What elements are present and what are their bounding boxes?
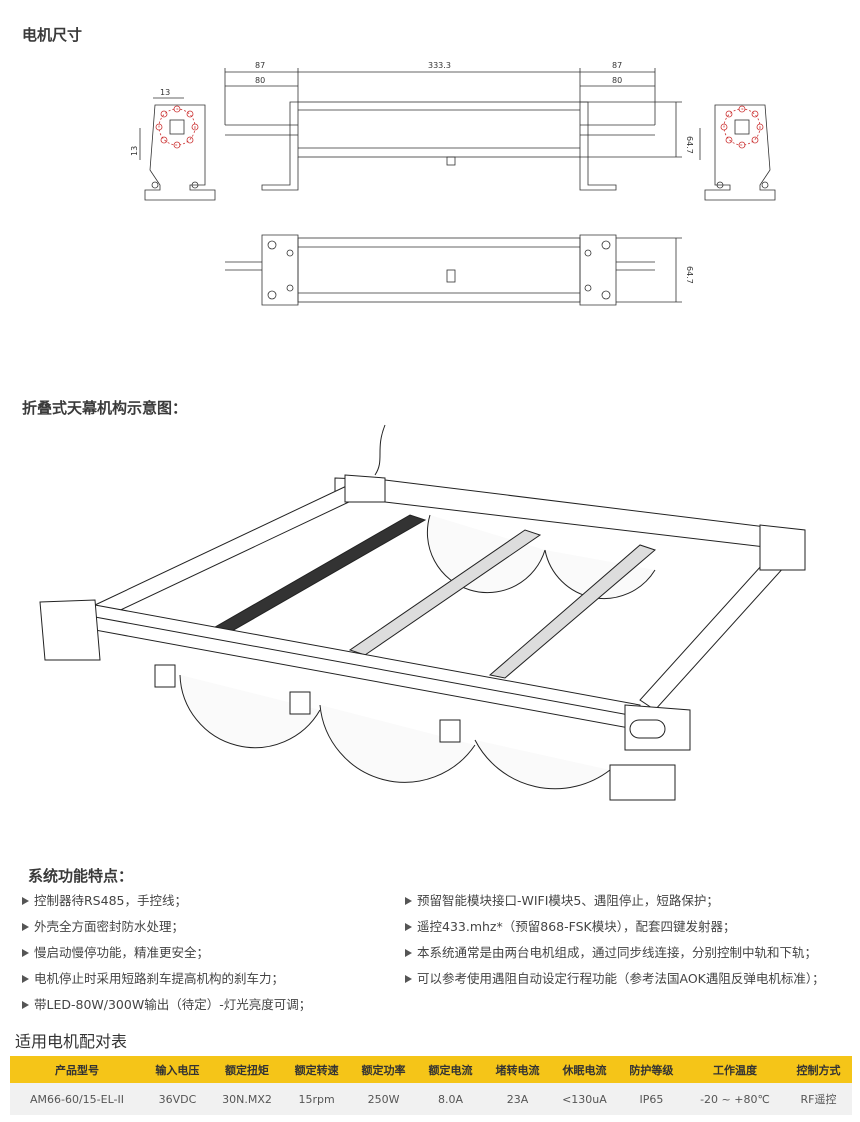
section-title-mechanism: 折叠式天幕机构示意图：	[22, 399, 188, 417]
feature-item: 外壳全方面密封防水处理；	[22, 914, 311, 940]
motor-dimension-drawing: 87 80 333.3 87 80 64.7 64.7 13 13	[130, 61, 776, 306]
table-header-cell: 输入电压	[155, 1063, 200, 1077]
table-header-cell: 堵转电流	[495, 1063, 540, 1077]
dim-height-bottom: 64.7	[685, 266, 694, 284]
section-title-motor-dimensions: 电机尺寸	[22, 26, 83, 44]
feature-item: 带LED-80W/300W输出（待定）-灯光亮度可调；	[22, 992, 311, 1018]
arrow-icon	[405, 923, 412, 931]
table-header-cell: 休眠电流	[562, 1063, 607, 1077]
table-cell: AM66-60/15-EL-II	[10, 1083, 144, 1115]
feature-item: 电机停止时采用短路刹车提高机构的刹车力；	[22, 966, 311, 992]
table-row: AM66-60/15-EL-II 36VDC 30N.MX2 15rpm 250…	[10, 1083, 852, 1115]
table-cell: 250W	[350, 1083, 418, 1115]
feature-item: 本系统通常是由两台电机组成，通过同步线连接，分别控制中轨和下轨；	[405, 940, 825, 966]
table-title: 适用电机配对表	[15, 1032, 128, 1051]
dim-side-13-left: 13	[130, 146, 139, 156]
dim-inner-left: 80	[255, 76, 265, 85]
dim-total-right: 87	[612, 61, 622, 70]
arrow-icon	[22, 949, 29, 957]
feature-item: 预留智能模块接口-WIFI模块5、遇阻停止，短路保护；	[405, 888, 825, 914]
arrow-icon	[22, 897, 29, 905]
table-header-row: 产品型号 输入电压 额定扭矩 额定转速 额定功率 额定电流 堵转电流 休眠电流 …	[10, 1056, 852, 1083]
table-header-cell: 产品型号	[54, 1063, 99, 1077]
feature-column-right: 预留智能模块接口-WIFI模块5、遇阻停止，短路保护； 遥控433.mhz*（预…	[405, 888, 825, 992]
table-header-cell: 额定功率	[361, 1063, 406, 1077]
arrow-icon	[22, 923, 29, 931]
arrow-icon	[405, 975, 412, 983]
table-header-cell: 工作温度	[712, 1063, 757, 1077]
table-header-cell: 控制方式	[796, 1063, 841, 1077]
dim-height: 64.7	[685, 136, 694, 154]
table-cell: 36VDC	[143, 1083, 211, 1115]
arrow-icon	[22, 975, 29, 983]
table-header-cell: 额定转速	[294, 1063, 339, 1077]
dim-inner-right: 80	[612, 76, 622, 85]
table-cell: <130uA	[550, 1083, 618, 1115]
table-header-cell: 额定扭矩	[225, 1063, 269, 1077]
table-header-cell: 防护等级	[629, 1063, 674, 1077]
table-cell: 30N.MX2	[210, 1083, 284, 1115]
table-cell: RF遥控	[785, 1083, 852, 1115]
arrow-icon	[405, 897, 412, 905]
feature-item: 可以参考使用遇阻自动设定行程功能（参考法国AOK遇阻反弹电机标准）；	[405, 966, 825, 992]
dim-side-13-top: 13	[160, 88, 170, 97]
feature-item: 遥控433.mhz*（预留868-FSK模块），配套四键发射器；	[405, 914, 825, 940]
dim-length: 333.3	[428, 61, 451, 70]
arrow-icon	[405, 949, 412, 957]
awning-mechanism-illustration	[39, 424, 806, 801]
feature-column-left: 控制器待RS485，手控线； 外壳全方面密封防水处理； 慢启动慢停功能，精准更安…	[22, 888, 311, 1018]
feature-item: 慢启动慢停功能，精准更安全；	[22, 940, 311, 966]
table-cell: 15rpm	[283, 1083, 351, 1115]
dim-total-left: 87	[255, 61, 265, 70]
table-cell: IP65	[617, 1083, 685, 1115]
feature-item: 控制器待RS485，手控线；	[22, 888, 311, 914]
arrow-icon	[22, 1001, 29, 1009]
table-header-cell: 额定电流	[428, 1063, 473, 1077]
section-title-features: 系统功能特点：	[28, 867, 134, 885]
table-cell: -20 ~ +80℃	[684, 1083, 785, 1115]
table-cell: 8.0A	[417, 1083, 484, 1115]
table-cell: 23A	[484, 1083, 551, 1115]
motor-pairing-table: 产品型号 输入电压 额定扭矩 额定转速 额定功率 额定电流 堵转电流 休眠电流 …	[10, 1056, 852, 1115]
